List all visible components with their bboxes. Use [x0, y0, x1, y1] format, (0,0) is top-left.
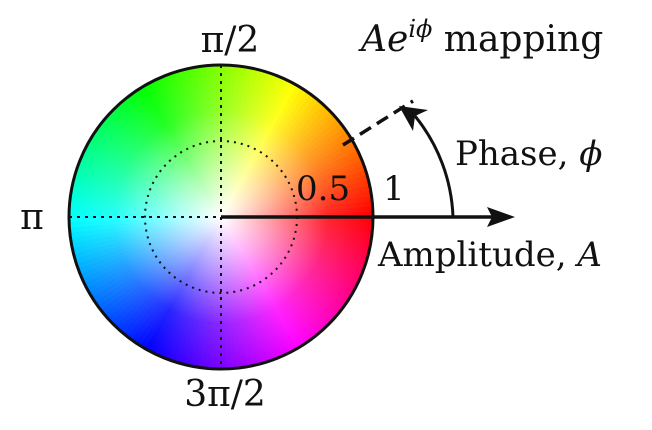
angle-label-top: π/2 — [201, 20, 260, 61]
ring-label-half: 0.5 — [296, 169, 350, 209]
amplitude-label: Amplitude, A — [377, 235, 602, 275]
mapping-title: Aeiϕ mapping — [358, 15, 603, 60]
angle-label-left: π — [20, 197, 44, 238]
ring-label-one: 1 — [383, 169, 405, 209]
phase-arc — [413, 115, 455, 218]
phase-arrow-head — [399, 106, 428, 131]
color-wheel — [69, 65, 373, 369]
phase-label: Phase, ϕ — [455, 134, 602, 174]
amplitude-arrow-head — [487, 207, 515, 227]
angle-label-bottom: 3π/2 — [184, 374, 266, 415]
